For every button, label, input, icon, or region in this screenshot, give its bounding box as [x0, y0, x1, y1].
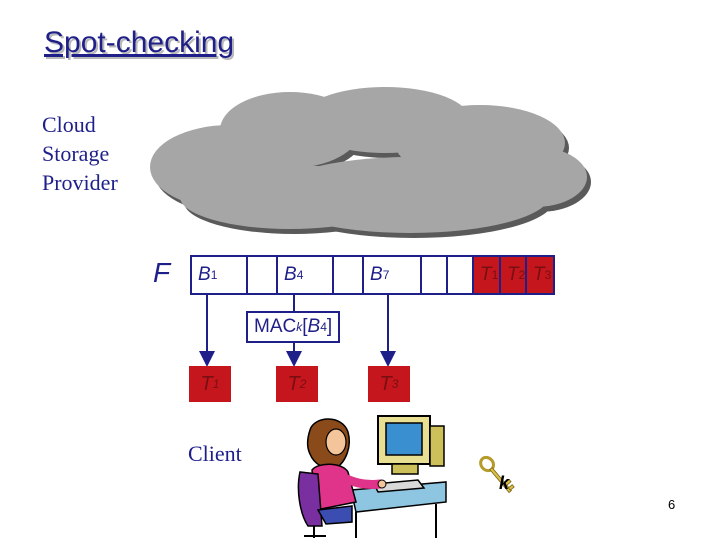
block-empty [446, 255, 474, 295]
page-number: 6 [668, 497, 676, 512]
provider-label-line1: Cloud [42, 112, 96, 137]
client-label: Client [188, 441, 242, 466]
cloud-storage-provider-label: Cloud Storage Provider [42, 110, 118, 197]
key-label: k [499, 473, 510, 493]
woman-at-computer-illustration [297, 415, 447, 538]
cloud-icon [150, 87, 591, 238]
file-label: F [153, 257, 171, 288]
provider-label-line2: Storage [42, 141, 110, 166]
block-empty [420, 255, 448, 295]
slide-title: Spot-checking [44, 26, 235, 59]
block-empty [246, 255, 278, 295]
key-icon [479, 455, 515, 494]
block-empty [332, 255, 364, 295]
provider-label-line3: Provider [42, 170, 118, 195]
